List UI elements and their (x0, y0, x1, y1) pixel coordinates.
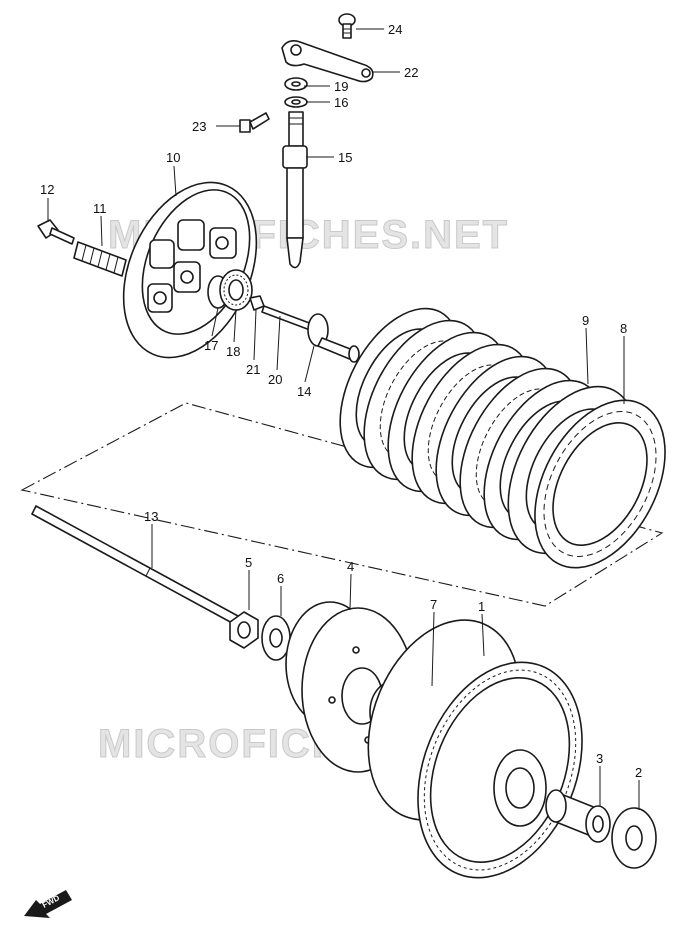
part-11-spring[interactable] (73, 241, 127, 277)
callout-22: 22 (404, 65, 418, 80)
callout-16: 16 (334, 95, 348, 110)
callout-13: 13 (144, 509, 158, 524)
part-16-seal[interactable] (284, 96, 308, 108)
part-12-bolt[interactable] (37, 219, 75, 245)
callout-11: 11 (93, 201, 107, 216)
callout-21: 21 (246, 362, 260, 377)
callout-24: 24 (388, 22, 402, 37)
part-14-push-piece[interactable] (307, 313, 360, 363)
callout-14: 14 (297, 384, 311, 399)
callout-1: 1 (478, 599, 485, 614)
part-20-push-rod[interactable] (261, 305, 313, 331)
callout-5: 5 (245, 555, 252, 570)
part-8-driven-plate[interactable] (508, 378, 691, 590)
callout-18: 18 (226, 344, 240, 359)
callout-10: 10 (166, 150, 180, 165)
fwd-direction-badge: FWD (24, 890, 72, 918)
part-10-pressure-plate[interactable] (98, 162, 282, 379)
leader-lines (47, 28, 640, 810)
part-23-bolt[interactable] (239, 112, 270, 133)
callout-2: 2 (635, 765, 642, 780)
assembly-frame (20, 402, 664, 607)
part-19-washer[interactable] (284, 77, 308, 91)
callout-15: 15 (338, 150, 352, 165)
callout-20: 20 (268, 372, 282, 387)
part-5-nut[interactable] (229, 611, 259, 649)
callout-6: 6 (277, 571, 284, 586)
part-6-washer[interactable] (261, 615, 291, 661)
callout-17: 17 (204, 338, 218, 353)
part-3-spacer[interactable] (545, 789, 611, 843)
callout-8: 8 (620, 321, 627, 336)
part-1-clutch-housing[interactable] (340, 597, 612, 902)
callout-23: 23 (192, 119, 206, 134)
part-21-nut[interactable] (249, 295, 265, 311)
callout-9: 9 (582, 313, 589, 328)
callout-labels: 24 22 19 16 23 15 10 12 11 17 18 21 20 1… (40, 22, 642, 780)
part-24-screw[interactable] (338, 13, 356, 39)
callout-19: 19 (334, 79, 348, 94)
part-18-bearing[interactable] (219, 269, 253, 311)
callout-4: 4 (347, 559, 354, 574)
part-22-release-arm[interactable] (281, 40, 374, 83)
callout-3: 3 (596, 751, 603, 766)
callout-7: 7 (430, 597, 437, 612)
part-13-long-push-rod[interactable] (31, 505, 239, 625)
callout-12: 12 (40, 182, 54, 197)
part-2-washer[interactable] (611, 807, 657, 869)
